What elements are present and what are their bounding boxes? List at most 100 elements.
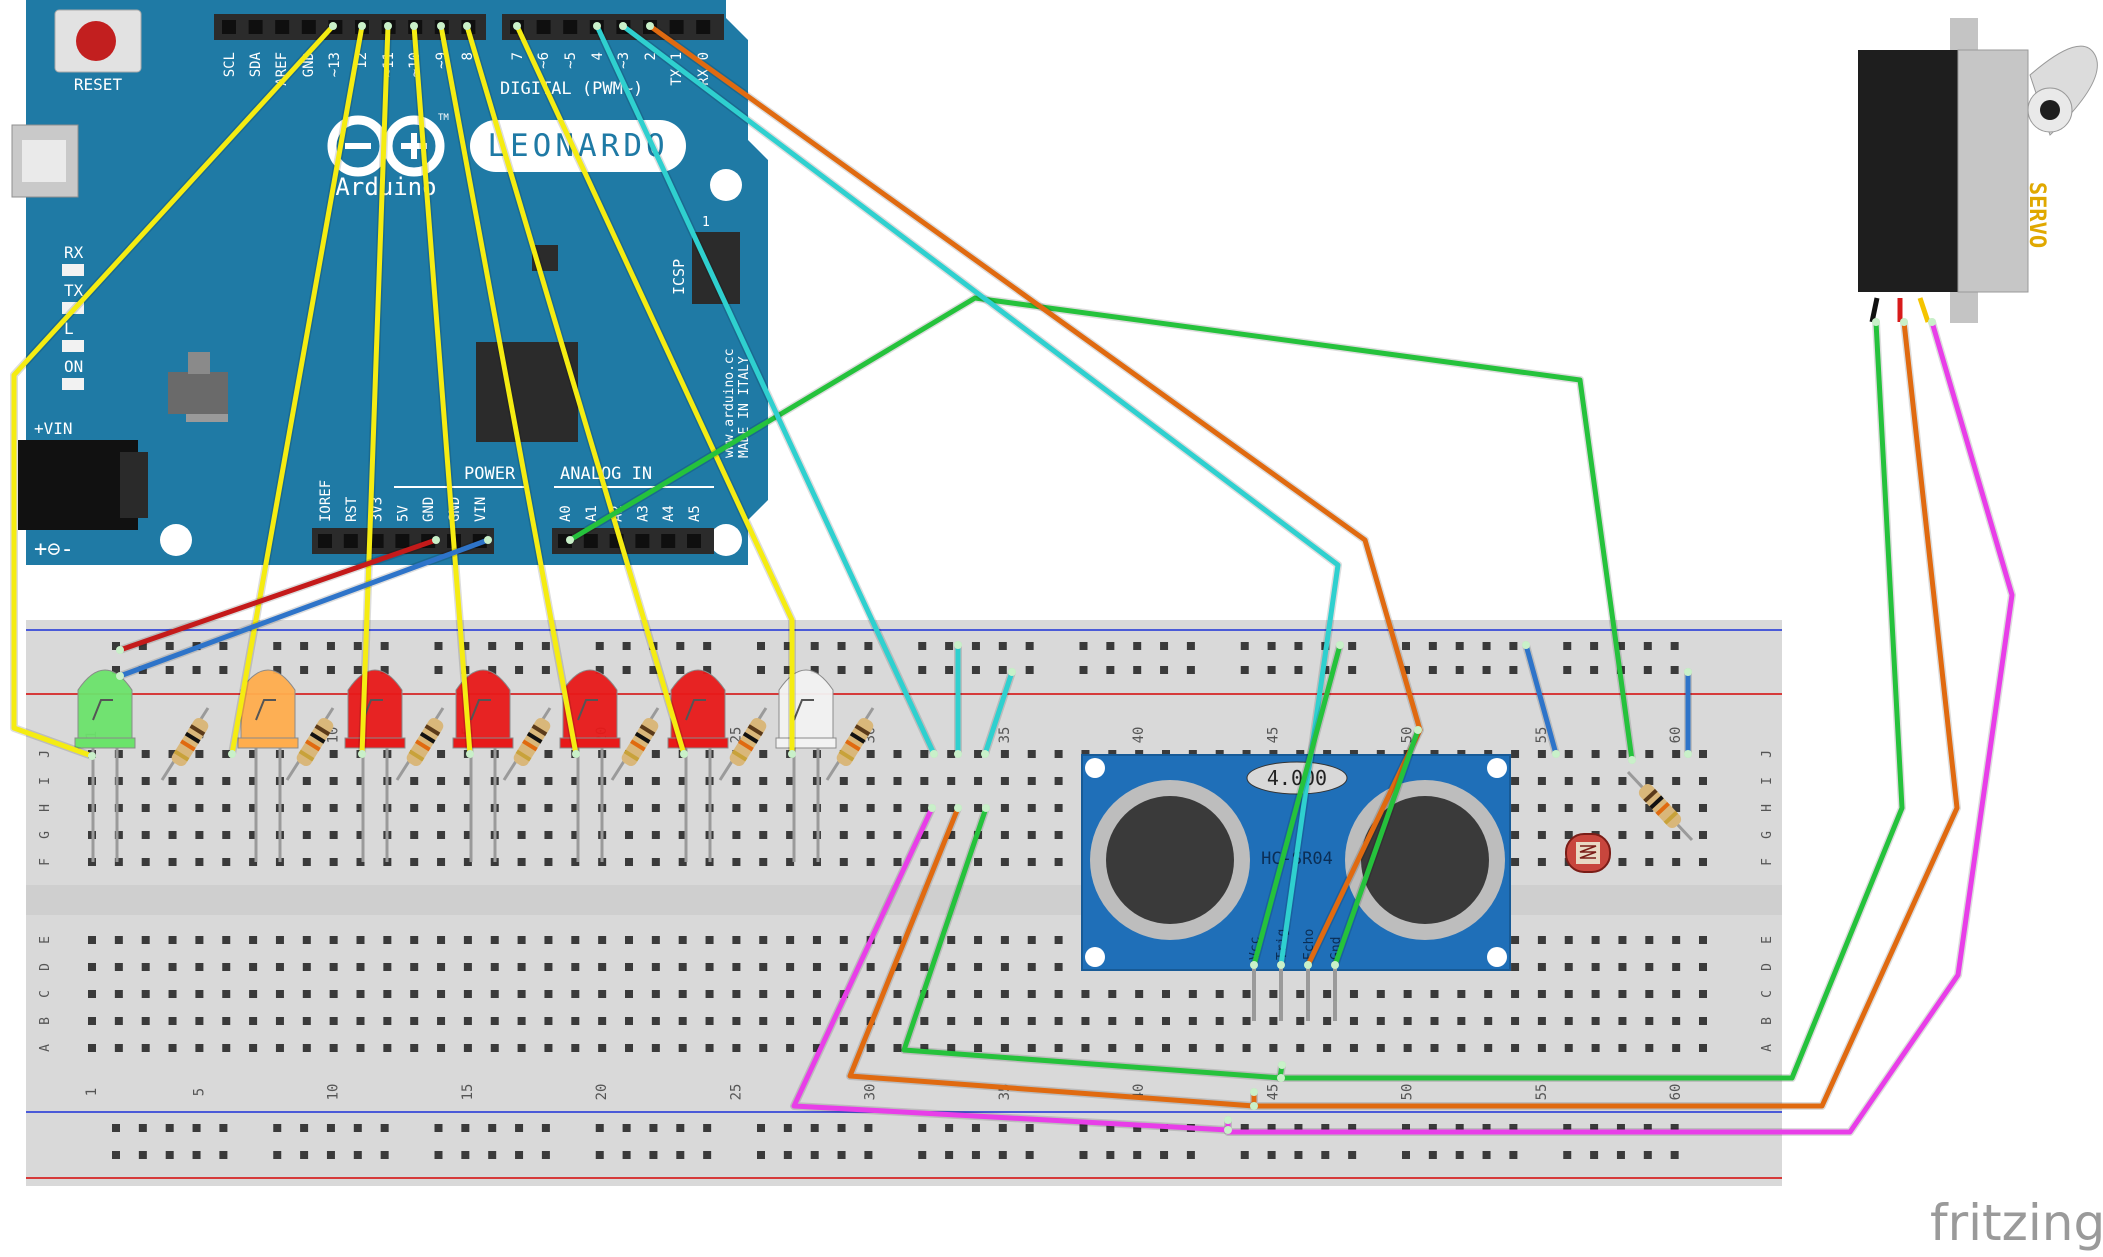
rail-hole[interactable]	[1402, 1124, 1410, 1132]
breadboard-hole[interactable]	[222, 777, 231, 785]
rail-hole[interactable]	[1106, 666, 1115, 674]
breadboard-hole[interactable]	[1000, 750, 1009, 758]
breadboard-hole[interactable]	[275, 936, 284, 944]
breadboard-hole[interactable]	[571, 963, 580, 971]
breadboard-hole[interactable]	[732, 963, 741, 971]
rail-hole[interactable]	[1402, 642, 1410, 650]
breadboard-hole[interactable]	[437, 804, 446, 812]
breadboard-hole[interactable]	[1000, 777, 1009, 785]
rail-hole[interactable]	[1428, 666, 1437, 674]
breadboard-hole[interactable]	[893, 936, 902, 944]
breadboard-hole[interactable]	[651, 1017, 660, 1025]
rail-hole[interactable]	[1643, 642, 1652, 650]
breadboard-hole[interactable]	[222, 1017, 231, 1025]
breadboard-hole[interactable]	[275, 963, 284, 971]
rail-hole[interactable]	[1267, 642, 1276, 650]
breadboard-hole[interactable]	[490, 936, 499, 944]
breadboard-hole[interactable]	[114, 777, 123, 785]
breadboard-hole[interactable]	[1699, 1017, 1707, 1025]
breadboard-hole[interactable]	[786, 990, 795, 998]
breadboard-hole[interactable]	[356, 831, 365, 839]
wire-yellow-pin13[interactable]	[11, 23, 336, 759]
rail-hole[interactable]	[1590, 1151, 1599, 1159]
wire-green-gnd[interactable]	[1332, 727, 1421, 968]
breadboard-hole[interactable]	[490, 1017, 499, 1025]
breadboard-hole[interactable]	[1645, 750, 1654, 758]
breadboard-hole[interactable]	[651, 990, 660, 998]
rail-hole[interactable]	[1160, 1151, 1169, 1159]
breadboard-hole[interactable]	[329, 831, 338, 839]
breadboard-hole[interactable]	[168, 750, 177, 758]
rail-hole[interactable]	[1590, 642, 1599, 650]
breadboard-hole[interactable]	[275, 990, 284, 998]
rail-hole[interactable]	[703, 1151, 712, 1159]
rail-hole[interactable]	[112, 666, 120, 674]
breadboard-hole[interactable]	[866, 990, 875, 998]
breadboard-hole[interactable]	[1054, 1044, 1063, 1052]
header-socket[interactable]	[635, 534, 650, 548]
breadboard-hole[interactable]	[1591, 963, 1600, 971]
rail-hole[interactable]	[1025, 1151, 1034, 1159]
breadboard-hole[interactable]	[1537, 858, 1546, 866]
wire-yellow-pin8[interactable]	[464, 23, 687, 757]
breadboard-hole[interactable]	[1135, 1017, 1144, 1025]
breadboard-hole[interactable]	[732, 1044, 741, 1052]
breadboard-hole[interactable]	[222, 990, 231, 998]
rail-hole[interactable]	[918, 642, 927, 650]
rail-hole[interactable]	[622, 666, 631, 674]
breadboard-hole[interactable]	[1645, 963, 1654, 971]
rail-hole[interactable]	[649, 1151, 658, 1159]
breadboard-hole[interactable]	[1000, 858, 1009, 866]
breadboard-hole[interactable]	[893, 777, 902, 785]
breadboard-hole[interactable]	[839, 936, 848, 944]
breadboard-hole[interactable]	[222, 804, 231, 812]
breadboard-hole[interactable]	[517, 804, 526, 812]
breadboard-hole[interactable]	[625, 936, 633, 944]
rail-hole[interactable]	[300, 642, 309, 650]
rail-hole[interactable]	[1240, 1151, 1249, 1159]
rail-hole[interactable]	[837, 1124, 846, 1132]
breadboard-hole[interactable]	[786, 1044, 795, 1052]
rail-hole[interactable]	[165, 666, 174, 674]
wire-cyan-jumper-2[interactable]	[982, 669, 1015, 757]
wire-green-ground[interactable]	[901, 805, 1284, 1081]
rail-hole[interactable]	[380, 1124, 389, 1132]
breadboard-hole[interactable]	[1027, 750, 1036, 758]
breadboard-hole[interactable]	[222, 858, 231, 866]
rail-hole[interactable]	[1294, 666, 1303, 674]
header-socket[interactable]	[696, 20, 711, 34]
breadboard-hole[interactable]	[114, 1017, 123, 1025]
breadboard-hole[interactable]	[249, 990, 258, 998]
breadboard-hole[interactable]	[732, 1017, 741, 1025]
breadboard-hole[interactable]	[222, 831, 231, 839]
breadboard-hole[interactable]	[1054, 936, 1063, 944]
breadboard-hole[interactable]	[517, 963, 526, 971]
breadboard-hole[interactable]	[356, 990, 365, 998]
rail-hole[interactable]	[1670, 666, 1679, 674]
breadboard-hole[interactable]	[1672, 990, 1681, 998]
rail-hole[interactable]	[1106, 1151, 1115, 1159]
breadboard-hole[interactable]	[1027, 990, 1036, 998]
wire-magenta-signal[interactable]	[791, 805, 1231, 1133]
breadboard-hole[interactable]	[759, 804, 768, 812]
header-socket[interactable]	[395, 534, 410, 548]
breadboard-hole[interactable]	[1269, 1017, 1278, 1025]
breadboard-hole[interactable]	[571, 1017, 580, 1025]
breadboard-hole[interactable]	[1457, 1044, 1466, 1052]
breadboard-hole[interactable]	[1672, 1017, 1681, 1025]
rail-hole[interactable]	[1670, 642, 1679, 650]
rail-hole[interactable]	[326, 1151, 335, 1159]
breadboard-hole[interactable]	[1591, 936, 1600, 944]
breadboard-hole[interactable]	[1054, 963, 1063, 971]
breadboard-hole[interactable]	[88, 990, 96, 998]
rail-hole[interactable]	[1133, 666, 1142, 674]
breadboard-hole[interactable]	[463, 990, 472, 998]
rail-hole[interactable]	[1321, 1124, 1330, 1132]
rail-hole[interactable]	[1160, 642, 1169, 650]
wire-green-vcc[interactable]	[1251, 642, 1343, 968]
breadboard-hole[interactable]	[544, 858, 553, 866]
breadboard-hole[interactable]	[114, 804, 123, 812]
breadboard-hole[interactable]	[168, 777, 177, 785]
rail-hole[interactable]	[676, 1151, 685, 1159]
breadboard-hole[interactable]	[356, 858, 365, 866]
